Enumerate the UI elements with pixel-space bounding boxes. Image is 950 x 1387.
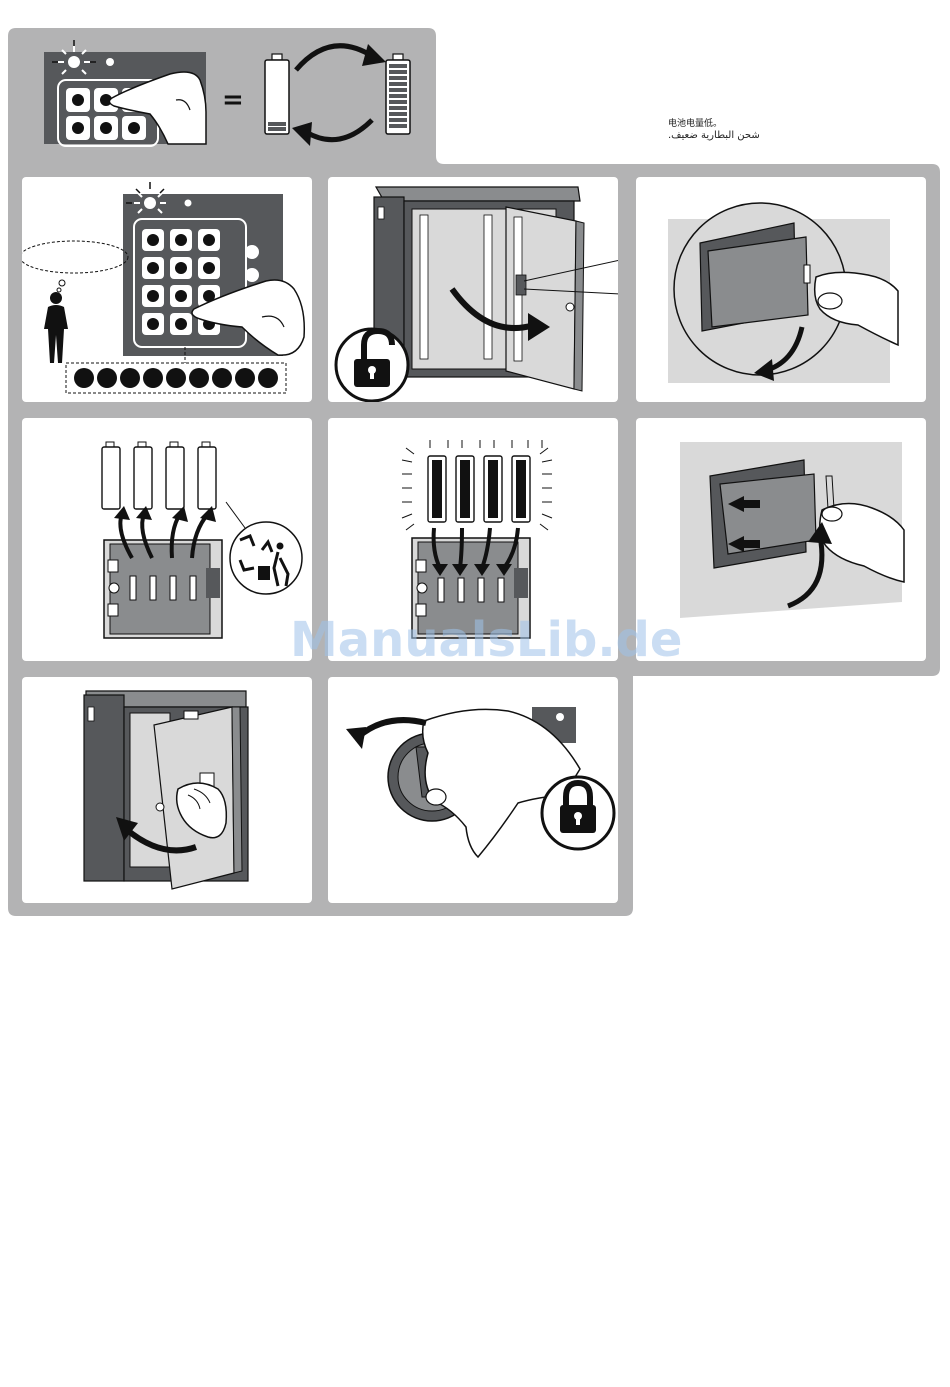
- low-battery-caption: 电池电量低。 شحن البطارية ضعيف.: [668, 118, 760, 142]
- recycle-icon: [226, 502, 302, 594]
- step-7-close-door-panel: [22, 677, 312, 903]
- empty-battery-icon: [265, 54, 289, 134]
- keypad-icon: [44, 40, 206, 146]
- user-icon: [22, 241, 128, 363]
- step-1-enter-code-panel: [22, 177, 312, 402]
- low-battery-header-illustration: =: [0, 0, 950, 170]
- caption-zh: 电池电量低。: [668, 118, 760, 130]
- watermark: ManualsLib.de: [290, 612, 682, 668]
- battery-holder-icon: [104, 540, 222, 638]
- step-2-open-safe-panel: [328, 177, 618, 402]
- safe-open-icon: [374, 187, 618, 391]
- lock-icon: [542, 777, 614, 849]
- step-4-remove-batteries-panel: [22, 418, 312, 661]
- safe-close-icon: [84, 691, 248, 889]
- equals-sign: =: [222, 85, 244, 115]
- swap-arrows-icon: [292, 44, 386, 146]
- step-8-lock-panel: [328, 677, 618, 903]
- full-battery-icon: [386, 54, 410, 134]
- battery-cover-icon: [700, 223, 810, 331]
- caption-ar: شحن البطارية ضعيف.: [668, 130, 760, 142]
- unlock-icon: [336, 329, 408, 401]
- new-battery-icon: [428, 456, 530, 522]
- battery-icon: [102, 442, 216, 509]
- step-3-remove-cover-panel: [636, 177, 926, 402]
- keypad-icon: [123, 182, 304, 356]
